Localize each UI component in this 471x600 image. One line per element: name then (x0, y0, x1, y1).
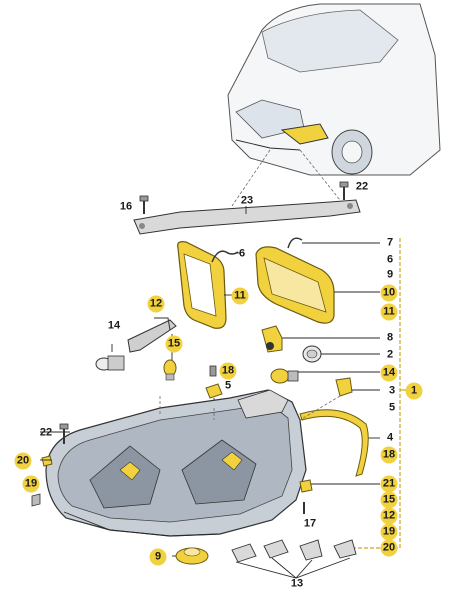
callout-11-left: 11 (231, 287, 249, 305)
callout-21: 21 (380, 475, 398, 493)
callout-20-left: 20 (14, 452, 32, 470)
callout-4: 4 (386, 431, 394, 444)
callout-17: 17 (303, 517, 317, 530)
callout-20: 20 (380, 539, 398, 557)
callout-2: 2 (386, 348, 394, 361)
callout-15-left: 15 (165, 335, 183, 353)
callout-5: 5 (388, 401, 396, 414)
assembly-bracket (350, 238, 401, 549)
callout-14-left: 14 (107, 319, 121, 332)
callout-12-left: 12 (147, 295, 165, 313)
callout-22-top: 22 (355, 180, 369, 193)
callout-19-left: 19 (22, 475, 40, 493)
callout-6-left: 6 (238, 247, 246, 260)
callout-9: 9 (386, 268, 394, 281)
callout-7: 7 (386, 236, 394, 249)
headlight-housing (45, 389, 307, 537)
trim-strip (299, 409, 369, 477)
callout-3: 3 (388, 384, 396, 397)
callout-13: 13 (290, 577, 304, 590)
callout-22-left: 22 (39, 426, 53, 439)
callout-19: 19 (380, 523, 398, 541)
callout-12: 12 (380, 507, 398, 525)
callout-16: 16 (119, 200, 133, 213)
callout-10: 10 (380, 284, 398, 302)
repair-kit-parts (231, 539, 357, 563)
crossmember (133, 199, 361, 235)
callout-11: 11 (380, 303, 398, 321)
callout-18-center: 18 (219, 362, 237, 380)
callout-23: 23 (240, 194, 254, 207)
car-illustration (227, 3, 441, 176)
callout-6: 6 (386, 253, 394, 266)
callout-14: 14 (380, 364, 398, 382)
callout-15: 15 (380, 491, 398, 509)
callout-8: 8 (386, 331, 394, 344)
callout-5-center: 5 (224, 379, 232, 392)
callout-9-bottom: 9 (149, 548, 167, 566)
callout-1: 1 (405, 382, 423, 400)
callout-18: 18 (380, 446, 398, 464)
